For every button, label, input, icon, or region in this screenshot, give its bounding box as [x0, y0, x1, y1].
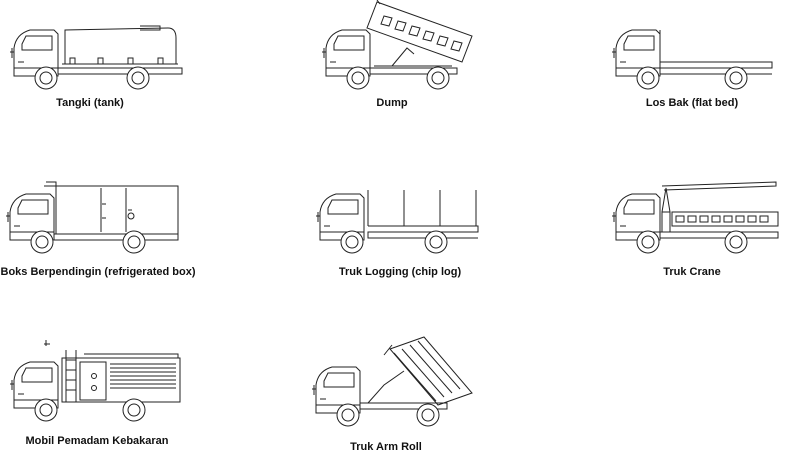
- truck-label-tank: Tangki (tank): [56, 97, 124, 109]
- truck-tank-drawing: [9, 25, 183, 90]
- truck-label-flat-bed: Los Bak (flat bed): [645, 97, 739, 109]
- truck-refrigerated-box-drawing: [5, 181, 179, 254]
- truck-flat-bed-drawing: [611, 29, 773, 90]
- truck-label-crane: Truk Crane: [663, 266, 721, 278]
- truck-fire-engine-drawing: [9, 340, 181, 422]
- truck-label-dump: Dump: [376, 97, 408, 109]
- truck-dump-drawing: [321, 0, 473, 90]
- truck-label-logging: Truk Logging (chip log): [338, 266, 462, 278]
- truck-arm-roll-drawing: [311, 336, 473, 427]
- truck-label-refrigerated-box: Boks Berpendingin (refrigerated box): [0, 266, 196, 278]
- truck-label-fire-engine: Mobil Pemadam Kebakaran: [25, 435, 169, 447]
- truck-label-arm-roll: Truk Arm Roll: [350, 441, 422, 453]
- truck-logging-drawing: [315, 190, 479, 254]
- truck-crane-drawing: [611, 181, 779, 254]
